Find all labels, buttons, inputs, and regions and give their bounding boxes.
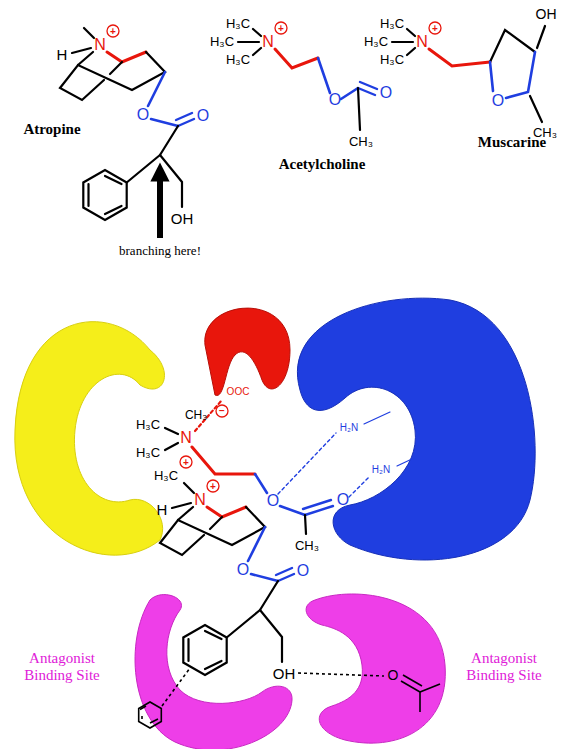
charge-sign: − bbox=[219, 405, 225, 416]
atom-label: H₃C bbox=[154, 469, 178, 483]
charge-circles bbox=[107, 22, 441, 492]
molecule-name: Muscarine bbox=[478, 134, 546, 151]
atom-label: N bbox=[262, 33, 274, 51]
atom-label: H₂N bbox=[340, 422, 358, 433]
atom-label: O bbox=[137, 106, 149, 124]
atom-label: H₃C bbox=[210, 35, 234, 49]
atom-label: OH bbox=[536, 7, 557, 22]
atom-label: O bbox=[337, 491, 349, 509]
atom-label: H bbox=[157, 502, 168, 519]
site-label: Antagonist Binding Site bbox=[10, 650, 115, 683]
atom-label: N bbox=[416, 33, 428, 51]
atom-label: OH bbox=[273, 666, 296, 683]
red-site bbox=[205, 308, 290, 395]
molecule-name: Acetylcholine bbox=[279, 156, 366, 173]
atom-label: OOC bbox=[227, 386, 250, 397]
atom-label: CH₃ bbox=[349, 135, 373, 149]
muscarine-structure bbox=[392, 26, 545, 122]
atom-label: H₃C bbox=[226, 53, 250, 67]
atom-label: H₃C bbox=[380, 17, 404, 31]
charge-sign: + bbox=[110, 26, 116, 37]
site-label: Antagonist Binding Site bbox=[452, 650, 557, 683]
atom-label: H bbox=[57, 47, 68, 64]
atom-label: O bbox=[237, 561, 249, 579]
atom-label: H₃C bbox=[136, 446, 160, 460]
atom-label: O bbox=[380, 84, 392, 102]
atom-label: O bbox=[492, 92, 504, 110]
charge-sign: + bbox=[210, 481, 216, 492]
atom-label: O bbox=[197, 107, 209, 125]
atom-label: N bbox=[194, 491, 206, 509]
atom-label: N bbox=[94, 36, 106, 54]
acetylcholine-structure bbox=[238, 29, 377, 130]
charge-sign: + bbox=[278, 23, 284, 34]
molecule-name: Atropine bbox=[23, 121, 80, 138]
charge-sign: + bbox=[183, 457, 189, 468]
charge-sign: + bbox=[432, 23, 438, 34]
atom-label: O bbox=[388, 668, 399, 683]
atom-label: H₃C bbox=[226, 17, 250, 31]
antagonist-site bbox=[135, 595, 292, 749]
atom-label: O bbox=[267, 492, 279, 510]
pointer-arrow bbox=[157, 172, 163, 238]
blue-site bbox=[297, 298, 535, 560]
atom-label: O bbox=[329, 91, 341, 109]
atom-label: H₃C bbox=[380, 53, 404, 67]
atropine-structure bbox=[160, 483, 294, 675]
atom-label: CH₃ bbox=[185, 409, 207, 422]
atom-label: H₃C bbox=[364, 35, 388, 49]
atom-label: H₂N bbox=[372, 464, 390, 475]
atom-label: N bbox=[180, 429, 192, 447]
atom-label: OH bbox=[171, 211, 194, 228]
atom-label: O bbox=[297, 562, 309, 580]
antagonist-site bbox=[306, 594, 445, 743]
acetylcholine-structure bbox=[165, 400, 414, 534]
yellow-site bbox=[15, 322, 165, 556]
atom-label: H₃C bbox=[136, 418, 160, 432]
annotation: branching here! bbox=[119, 244, 201, 258]
atom-label: CH₃ bbox=[295, 539, 319, 553]
